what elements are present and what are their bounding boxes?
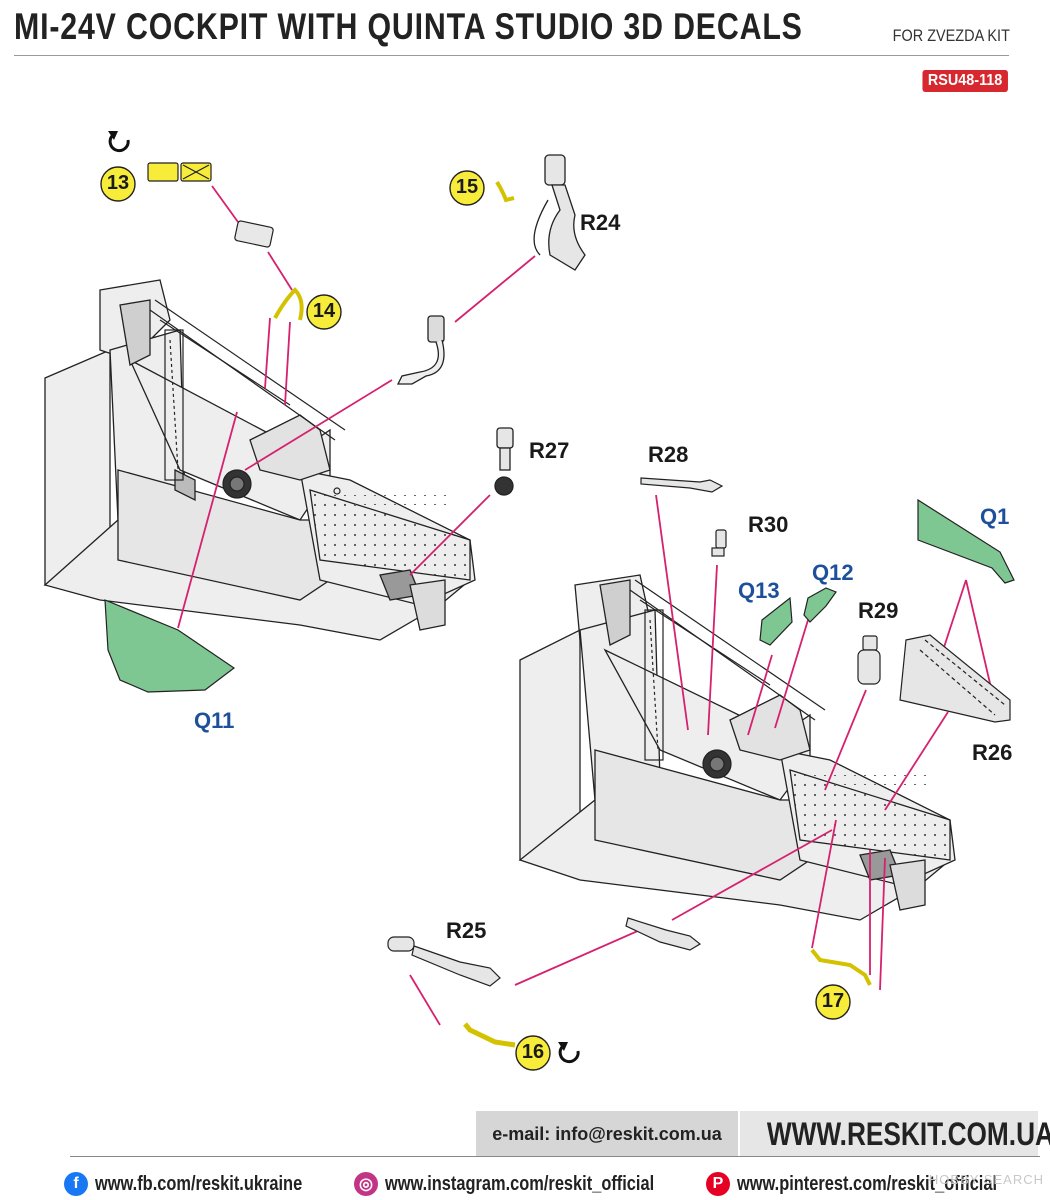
part-throttle-handle <box>396 315 445 385</box>
website-link[interactable]: WWW.RESKIT.COM.UA <box>766 1116 1050 1152</box>
kit-subtitle: FOR ZVEZDA KIT <box>892 26 1010 45</box>
label-r26: R26 <box>972 740 1013 765</box>
left-cockpit-details <box>149 299 450 505</box>
part-r25 <box>387 936 501 987</box>
label-r29: R29 <box>858 598 899 623</box>
rotate-arrow-icon-2 <box>558 1042 580 1064</box>
label-r28: R28 <box>648 442 689 467</box>
callout-15: 15 <box>455 176 479 198</box>
callout-16: 16 <box>521 1041 545 1063</box>
label-r30: R30 <box>748 512 789 537</box>
email-link[interactable]: e-mail: info@reskit.com.ua <box>492 1124 722 1144</box>
callout-13: 13 <box>106 172 130 194</box>
left-leader-lines <box>177 185 536 629</box>
label-r24: R24 <box>580 210 621 235</box>
product-code-badge: RSU48-118 <box>922 70 1008 92</box>
instagram-link[interactable]: ◎ www.instagram.com/reskit_official <box>354 1172 713 1196</box>
pinterest-icon: P <box>706 1172 730 1196</box>
decal-17-piece <box>810 948 872 986</box>
panel-q1-shape <box>917 498 1015 584</box>
facebook-label: www.fb.com/reskit.ukraine <box>95 1172 303 1195</box>
label-q1: Q1 <box>980 504 1010 529</box>
part-r29 <box>857 635 881 685</box>
panel-q11-shape <box>104 599 236 693</box>
instagram-icon: ◎ <box>354 1172 378 1196</box>
label-r27: R27 <box>529 438 570 463</box>
title-divider <box>14 55 1009 56</box>
decal-13-pieces <box>147 162 274 248</box>
callout-14: 14 <box>312 300 336 322</box>
part-r27-pedal <box>494 427 514 496</box>
part-r28 <box>640 477 724 493</box>
facebook-icon: f <box>64 1172 88 1196</box>
pinterest-link[interactable]: P www.pinterest.com/reskit_official <box>706 1172 1050 1196</box>
part-side-lever <box>625 917 702 951</box>
pinterest-label: www.pinterest.com/reskit_official <box>737 1172 998 1195</box>
callout-17: 17 <box>821 990 845 1012</box>
decal-15-piece <box>495 180 515 203</box>
watermark: HOBBY SEARCH <box>928 1172 1044 1187</box>
label-r25: R25 <box>446 918 487 943</box>
website-box <box>740 1111 1038 1157</box>
panel-q13-shape <box>759 596 793 646</box>
callout-circles <box>100 166 851 1071</box>
part-r24-stick <box>533 154 586 271</box>
part-r30 <box>711 529 727 557</box>
email-box <box>476 1111 738 1157</box>
right-cockpit-details <box>629 579 930 785</box>
rotate-arrow-icon <box>108 131 130 153</box>
facebook-link[interactable]: f www.fb.com/reskit.ukraine <box>64 1172 348 1196</box>
label-q11: Q11 <box>194 708 235 733</box>
page-title: MI-24V COCKPIT WITH QUINTA STUDIO 3D DEC… <box>14 6 803 47</box>
label-q13: Q13 <box>738 578 780 603</box>
panel-q12-shape <box>803 587 837 623</box>
decal-14-piece <box>273 287 304 321</box>
instagram-label: www.instagram.com/reskit_official <box>385 1172 655 1195</box>
part-r26 <box>899 634 1011 723</box>
footer-divider <box>70 1156 1040 1157</box>
label-q12: Q12 <box>812 560 854 585</box>
decal-16-piece <box>463 1022 516 1048</box>
right-cockpit-tub <box>518 574 956 921</box>
